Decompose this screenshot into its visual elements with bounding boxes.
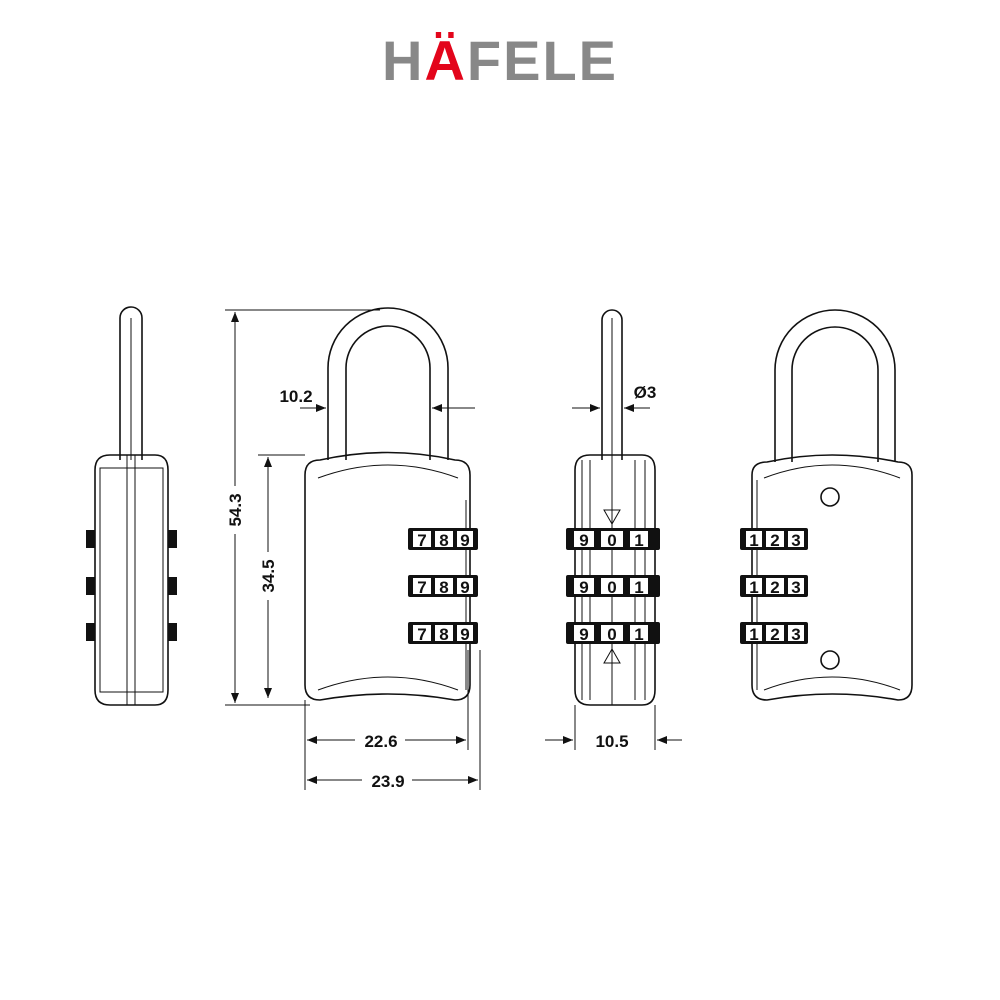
svg-text:0: 0 [607,531,616,550]
dim-shackle-diameter: Ø3 [634,383,657,402]
svg-text:9: 9 [579,578,588,597]
svg-text:9: 9 [579,625,588,644]
svg-text:8: 8 [439,578,448,597]
dim-shackle-inner-width: 10.2 [279,387,312,406]
svg-text:1: 1 [749,531,758,550]
dim-total-height: 54.3 [226,493,245,526]
svg-text:3: 3 [791,578,800,597]
svg-text:9: 9 [460,578,469,597]
side-view-right: 9 0 1 9 0 1 9 0 1 [545,309,682,751]
screw-hole-bottom [820,650,840,670]
svg-text:2: 2 [770,625,779,644]
dial-stack-front: 7 8 9 7 8 9 7 8 9 [408,528,478,644]
hafele-logo: HÄFELE [382,29,618,92]
svg-text:HÄFELE: HÄFELE [382,29,618,92]
svg-text:2: 2 [770,531,779,550]
dim-body-width-overall: 23.9 [371,772,404,791]
svg-text:3: 3 [791,625,800,644]
svg-text:1: 1 [749,625,758,644]
dim-thickness: 10.5 [595,732,628,751]
svg-text:9: 9 [460,531,469,550]
dimension-lines-side [545,404,682,750]
svg-text:7: 7 [417,625,426,644]
back-view: 1 2 3 1 2 3 1 2 3 [740,309,913,701]
svg-text:1: 1 [634,531,643,550]
front-view: 7 8 9 7 8 9 7 8 9 [225,307,481,791]
svg-text:9: 9 [579,531,588,550]
svg-text:7: 7 [417,578,426,597]
dim-body-width-inner: 22.6 [364,732,397,751]
svg-text:1: 1 [634,578,643,597]
svg-text:0: 0 [607,625,616,644]
svg-text:8: 8 [439,531,448,550]
dial-stack-back: 1 2 3 1 2 3 1 2 3 [740,528,808,644]
svg-text:3: 3 [791,531,800,550]
svg-text:2: 2 [770,578,779,597]
dim-body-height: 34.5 [259,559,278,592]
svg-text:0: 0 [607,578,616,597]
dial-stack-side: 9 0 1 9 0 1 9 0 1 [566,528,660,644]
svg-text:7: 7 [417,531,426,550]
screw-hole-top [820,487,840,507]
svg-text:1: 1 [634,625,643,644]
svg-text:1: 1 [749,578,758,597]
side-view-left [86,306,177,706]
svg-text:9: 9 [460,625,469,644]
svg-text:8: 8 [439,625,448,644]
